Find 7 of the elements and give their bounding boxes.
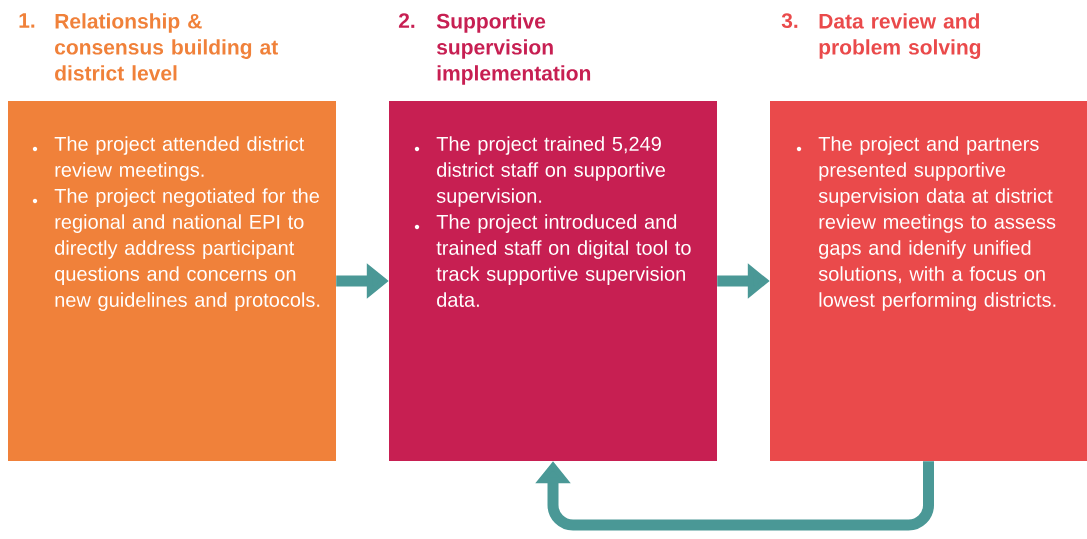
process-box: The project trained 5,249 district staff on supportive supervision. The project introduced and trained staff on digital tool to track supportive supervision data. — [389, 101, 717, 461]
process-box: The project attended district review meetings. The project negotiated for the regional and national EPI to directly address participant questions and concerns on new guidelines and protocols. — [8, 101, 336, 461]
arrow — [535, 461, 934, 531]
step-heading: 2. Supportive supervision implementation — [398, 13, 591, 85]
step-heading: 1. Relationship & consensus building at district level — [19, 13, 278, 81]
step-heading: 3. Data review and problem solving — [781, 13, 981, 59]
process-box: The project and partners presented supportive supervision data at district review meetings to assess gaps and idenify unified solutions, with a focus on lowest performing districts. — [770, 101, 1087, 461]
